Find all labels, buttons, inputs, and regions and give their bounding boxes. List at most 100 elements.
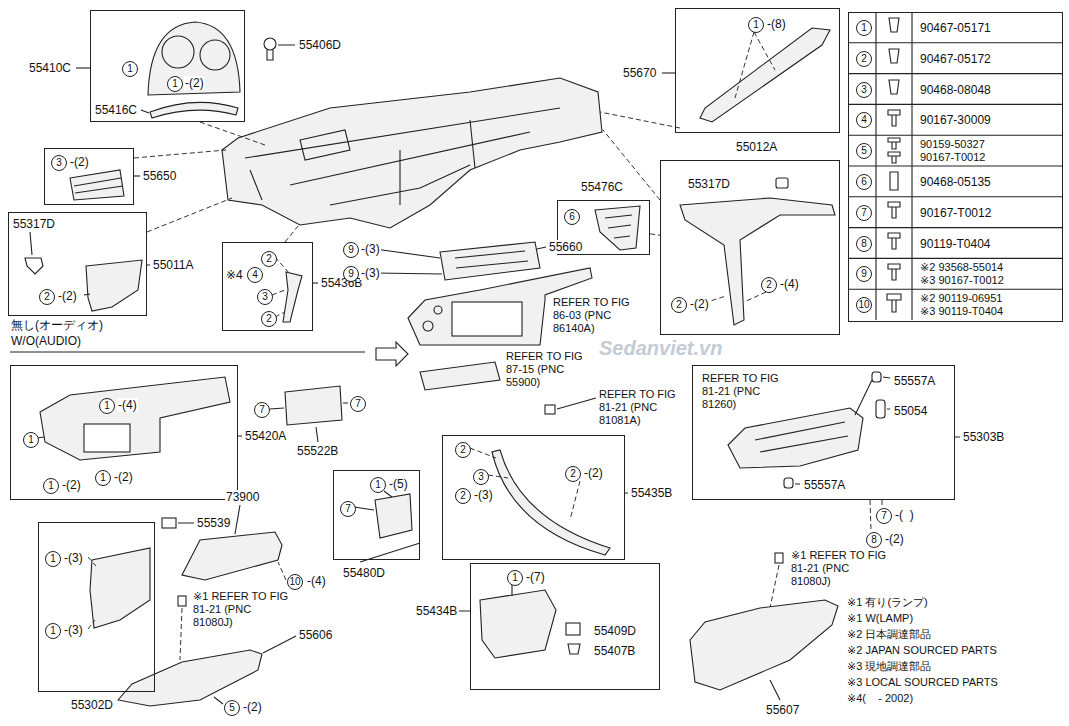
part-number: 55476C [580, 180, 624, 194]
callout-number: 7 [876, 508, 892, 524]
callout-number: 1 [95, 470, 111, 486]
part-number: 90468-08048 [919, 83, 992, 97]
side-trim [680, 198, 835, 325]
footnote: ※4( - 2002) [846, 692, 914, 705]
clip-symbol [889, 49, 899, 63]
part-number: ※4 [225, 268, 244, 282]
audio-screen [452, 302, 522, 336]
screw-symbol [888, 110, 900, 126]
glove-lid [182, 532, 282, 580]
callout-number: 2 [565, 466, 581, 482]
quantity-mark: -(2) [242, 700, 263, 714]
callout-number: 9 [343, 242, 359, 258]
leader-line [662, 72, 675, 73]
part-number: 90167-T0012 [919, 206, 992, 220]
leader-line [600, 112, 680, 128]
callout-number: 9 [343, 266, 359, 282]
footnote: ※1 W(LAMP) [846, 612, 914, 625]
callout-number: 1 [45, 551, 61, 567]
screw-symbol [888, 138, 900, 163]
reference-note: REFER TO FIG 81-21 (PNC 81081A) [598, 388, 688, 427]
part-number: ※2 90119-06951 [919, 292, 1003, 305]
callout-number: 1 [748, 17, 764, 33]
parts-box: 3-(2) [44, 148, 134, 205]
parts-box: REFER TO FIG 81-21 (PNC 81260)55557A5505… [692, 365, 955, 500]
meter-dial [162, 36, 194, 68]
callout-number: 2 [856, 51, 872, 67]
leader-line [30, 232, 32, 255]
part-number: 55406D [298, 38, 342, 52]
lower-trim [492, 450, 610, 555]
leader-line [354, 491, 392, 510]
leader-line [84, 265, 150, 295]
leader-line [470, 448, 580, 520]
callout-number: 7 [340, 501, 356, 517]
clip-symbol [25, 258, 43, 274]
leader-line [134, 150, 226, 158]
leader-line [770, 565, 779, 608]
part-number: 55670 [622, 66, 657, 80]
quantity-mark: -(3) [63, 623, 84, 637]
part-number: 55435B [630, 486, 673, 500]
part-number: 55302D [70, 698, 114, 712]
leader-line [134, 175, 140, 176]
trim-piece [595, 206, 640, 250]
part-number: 55650 [142, 169, 177, 183]
footnote: ※1 有り(ランプ) [846, 596, 929, 609]
leader-line [375, 247, 546, 274]
callout-number: 3 [473, 469, 489, 485]
leader-line [214, 636, 296, 704]
quantity-mark: -(2) [69, 155, 90, 169]
part-number: 55303B [962, 430, 1005, 444]
callout-number: 4 [247, 267, 263, 283]
quantity-mark: -(2) [113, 470, 134, 484]
parts-box: 55317D2-(4)2-(2) [660, 160, 840, 335]
callout-number: 2 [455, 488, 471, 504]
part-number: 90467-05172 [919, 52, 992, 66]
part-number: 55434B [415, 604, 458, 618]
clip-symbol [889, 80, 899, 94]
leader-line [557, 398, 596, 409]
parts-box: 55317D2-(2) [8, 212, 147, 316]
clip-symbol [566, 623, 580, 635]
audio-knob [423, 321, 433, 331]
part-number: ※3 90167-T0012 [919, 274, 1005, 287]
heater-control [440, 242, 540, 280]
callout-number: 3 [257, 289, 273, 305]
quantity-mark: -(4) [779, 277, 800, 291]
quantity-mark: -(2) [61, 478, 82, 492]
part-number: ※2 93568-55014 [919, 261, 1004, 274]
parts-box: 1-(3)1-(3) [38, 522, 155, 692]
watermark: Sedanviet.vn [598, 341, 723, 355]
screw-symbol [888, 202, 900, 218]
pillar-trim [283, 272, 302, 322]
part-number: 55660 [548, 240, 583, 254]
callout-number: 10 [287, 574, 303, 590]
bracket-line [10, 351, 365, 352]
callout-number: 7 [350, 396, 366, 412]
callout-number: 1 [23, 432, 39, 448]
callout-number: 2 [261, 251, 277, 267]
part-number: ※3 90119-T0404 [919, 305, 1004, 318]
reference-note: ※1 REFER TO FIG 81-21 (PNC 81080J) [790, 549, 892, 588]
part-number: 90467-05171 [919, 21, 992, 35]
quantity-mark: -(2) [57, 289, 78, 303]
leader-line [278, 562, 286, 580]
callout-number: 1 [122, 61, 138, 77]
callout-number: 1 [856, 20, 872, 36]
leader-line [459, 585, 512, 611]
fastener-table: 190467-05171290467-05172390468-080484901… [848, 12, 1063, 322]
callout-number: 1 [99, 398, 115, 414]
leader-line [141, 110, 149, 113]
quantity-mark: -(3) [360, 242, 381, 256]
meter-dial [200, 40, 230, 70]
callout-number: 1 [370, 477, 386, 493]
footnote: ※3 現地調達部品 [846, 660, 932, 673]
callout-number: 1 [167, 76, 183, 92]
part-number: 73900 [225, 490, 260, 504]
quantity-mark: -(3) [360, 266, 381, 280]
quantity-mark: -(5) [388, 477, 409, 491]
bracket-piece [90, 548, 150, 628]
callout-number: 2 [261, 311, 277, 327]
panel-structure [245, 108, 560, 205]
